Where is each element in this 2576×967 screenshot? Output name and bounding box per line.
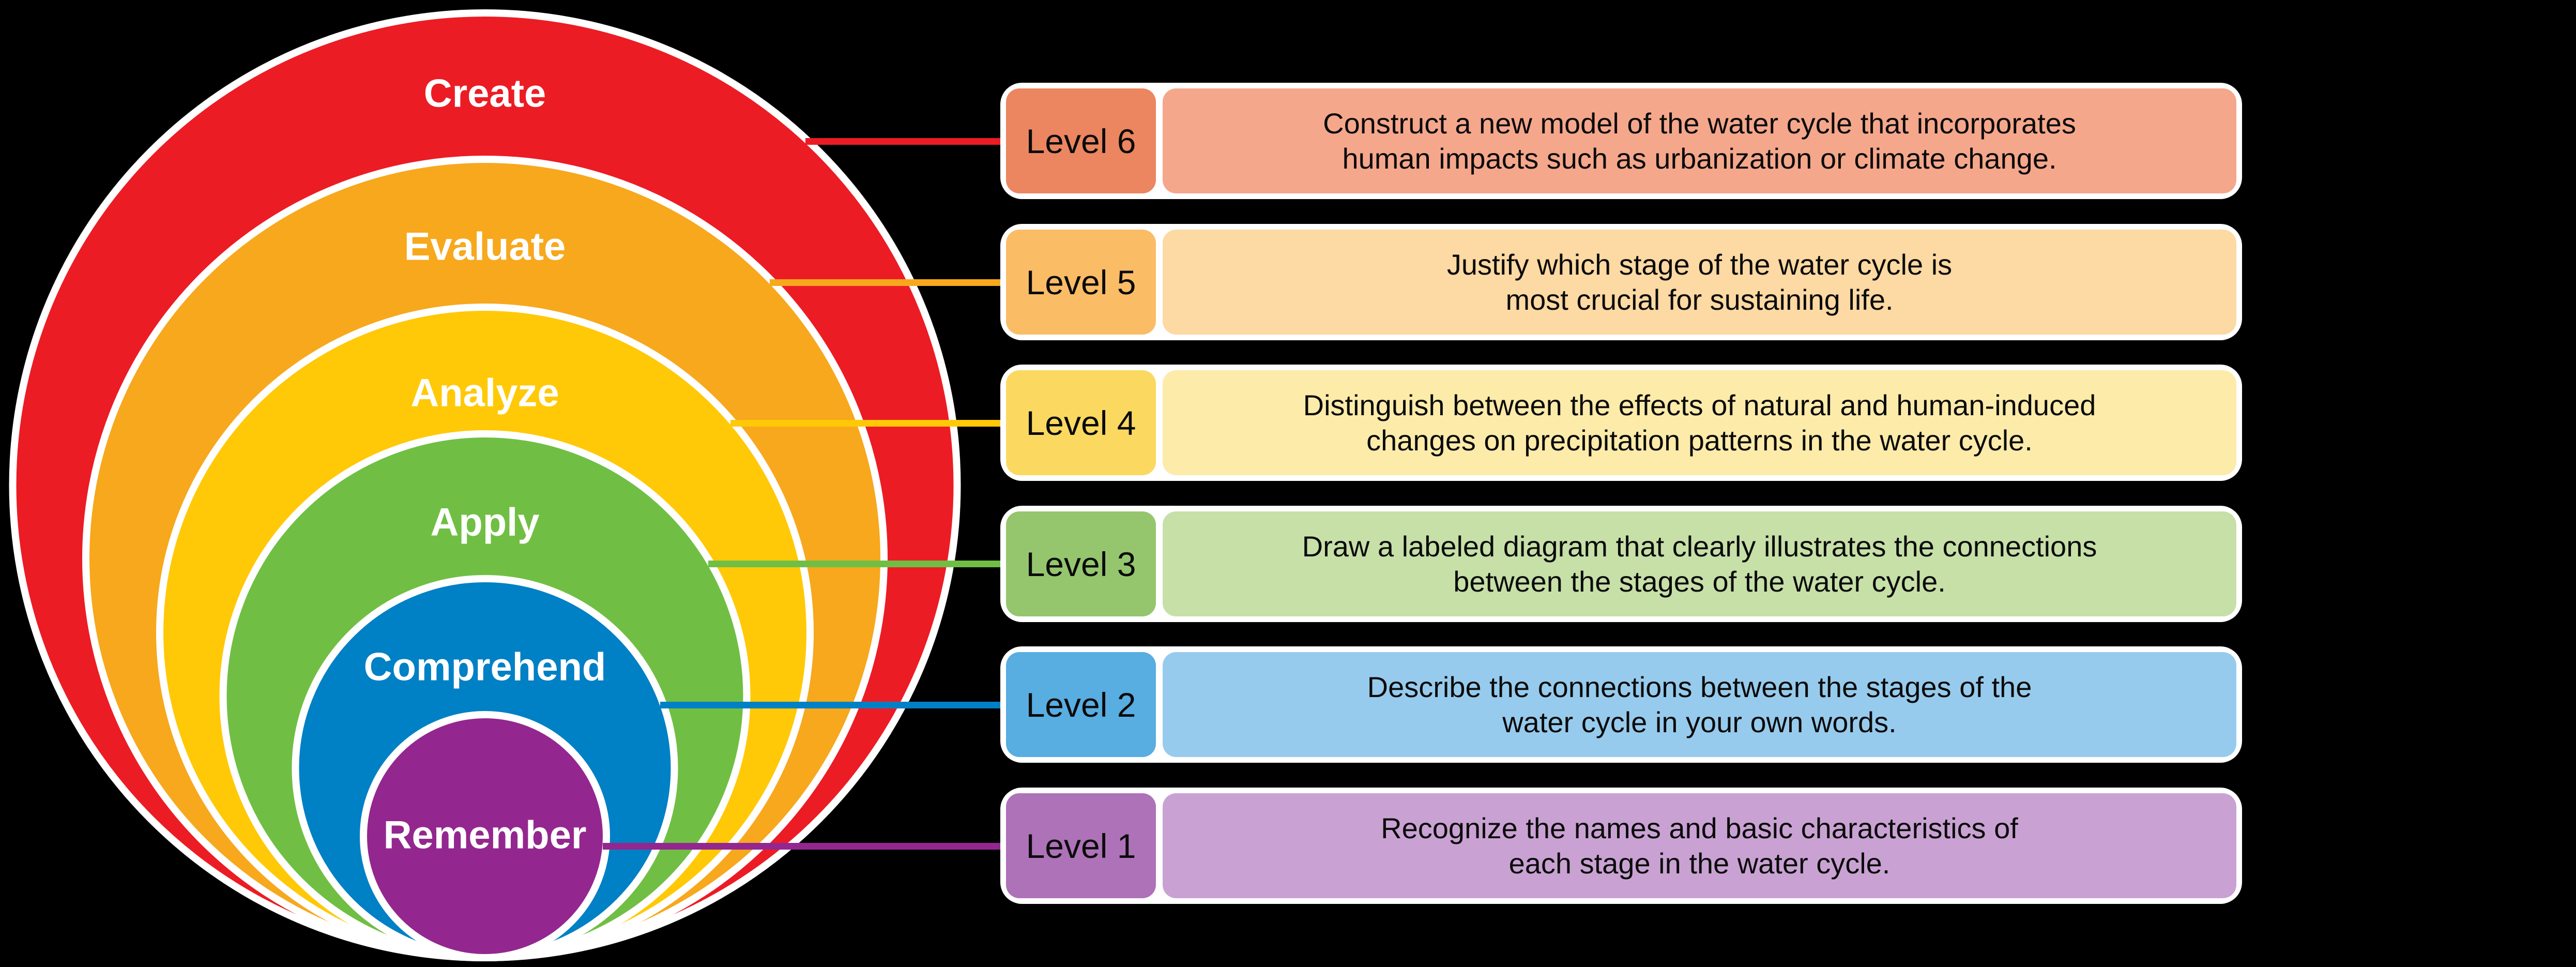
connector-line-level-3 (708, 561, 1007, 567)
level-6-description: Construct a new model of the water cycle… (1163, 88, 2236, 193)
level-3-badge: Level 3 (1006, 511, 1156, 616)
level-4-description-line-2: changes on precipitation patterns in the… (1366, 424, 2033, 457)
level-3-description-line-2: between the stages of the water cycle. (1453, 565, 1946, 598)
level-3-row: Level 3 Draw a labeled diagram that clea… (1000, 506, 2242, 622)
circle-label-create: Create (424, 72, 546, 116)
level-5-description-line-2: most crucial for sustaining life. (1505, 283, 1894, 316)
circle-remember (360, 711, 610, 961)
circle-label-comprehend: Comprehend (364, 645, 606, 689)
connector-line-level-5 (770, 279, 1007, 286)
level-2-row: Level 2 Describe the connections between… (1000, 646, 2242, 763)
connector-line-level-1 (603, 843, 1007, 850)
connector-line-level-2 (660, 702, 1007, 708)
level-1-badge: Level 1 (1006, 793, 1156, 898)
level-2-description-line-2: water cycle in your own words. (1502, 705, 1897, 738)
level-1-description-line-1: Recognize the names and basic characteri… (1381, 812, 2018, 845)
level-2-description-line-1: Describe the connections between the sta… (1367, 671, 2032, 704)
level-4-description: Distinguish between the effects of natur… (1163, 370, 2236, 475)
level-6-badge: Level 6 (1006, 88, 1156, 193)
level-6-description-line-2: human impacts such as urbanization or cl… (1342, 142, 2057, 175)
level-2-badge: Level 2 (1006, 652, 1156, 757)
connector-line-level-6 (805, 138, 1007, 145)
level-5-description-line-1: Justify which stage of the water cycle i… (1446, 248, 1953, 281)
level-3-description-line-1: Draw a labeled diagram that clearly illu… (1302, 530, 2097, 563)
level-4-row: Level 4 Distinguish between the effects … (1000, 365, 2242, 481)
circle-label-remember: Remember (384, 813, 587, 857)
nested-circles-chart: Create Evaluate Analyze Apply Comprehend… (9, 9, 961, 961)
circle-label-evaluate: Evaluate (404, 225, 566, 269)
level-4-badge: Level 4 (1006, 370, 1156, 475)
level-3-description: Draw a labeled diagram that clearly illu… (1163, 511, 2236, 616)
level-5-row: Level 5 Justify which stage of the water… (1000, 224, 2242, 340)
level-1-description-line-2: each stage in the water cycle. (1508, 847, 1891, 880)
level-2-description: Describe the connections between the sta… (1163, 652, 2236, 757)
circle-label-apply: Apply (430, 501, 539, 545)
level-1-row: Level 1 Recognize the names and basic ch… (1000, 788, 2242, 904)
connector-line-level-4 (730, 420, 1007, 427)
level-1-description: Recognize the names and basic characteri… (1163, 793, 2236, 898)
level-6-row: Level 6 Construct a new model of the wat… (1000, 83, 2242, 199)
level-6-description-line-1: Construct a new model of the water cycle… (1323, 107, 2076, 140)
level-5-description: Justify which stage of the water cycle i… (1163, 230, 2236, 335)
circle-label-analyze: Analyze (410, 371, 559, 415)
level-4-description-line-1: Distinguish between the effects of natur… (1303, 389, 2096, 422)
level-5-badge: Level 5 (1006, 230, 1156, 335)
